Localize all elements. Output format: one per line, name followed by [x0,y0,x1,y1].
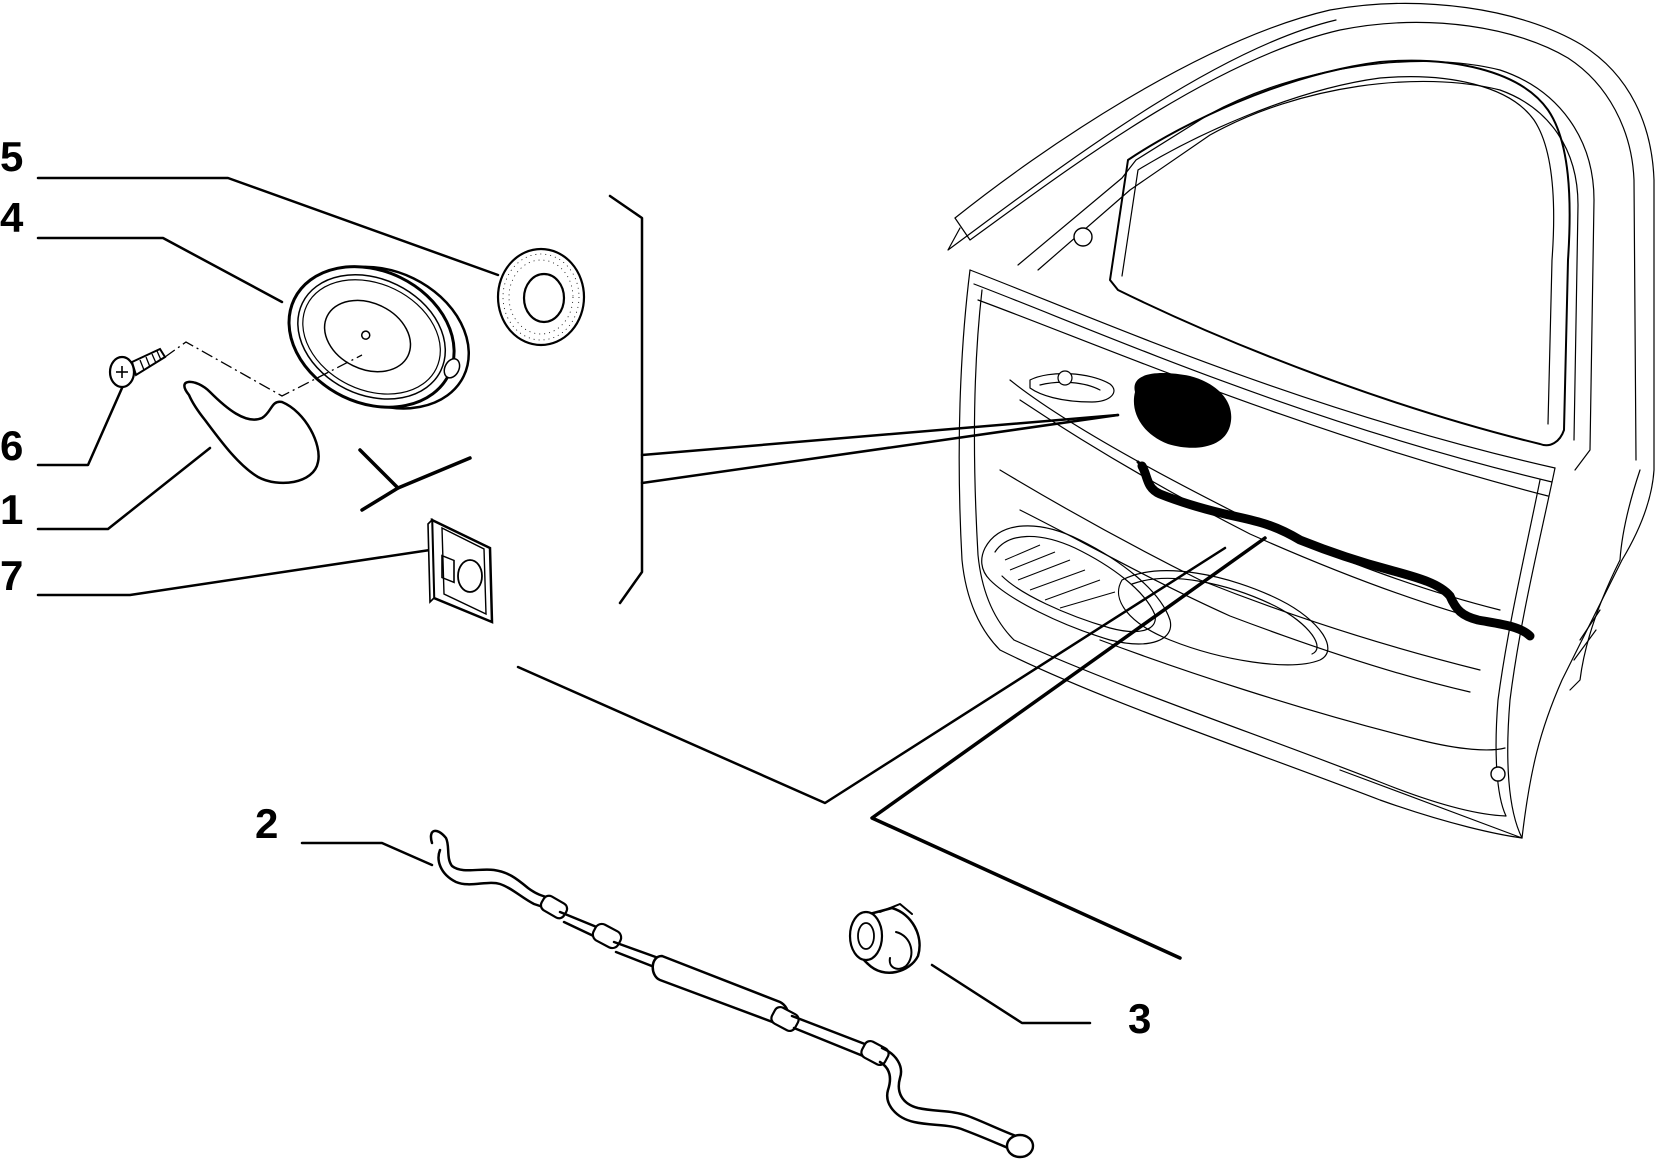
leader-7 [36,548,432,597]
clip-symbol-upper [358,448,472,490]
part-7-square-pad [427,517,494,624]
leader-1 [36,446,212,531]
callout-6: 6 [0,422,23,469]
callout-3: 3 [1128,995,1151,1042]
car-door-assembly [947,2,1655,839]
installed-harness [1137,461,1535,641]
assembly-line-lower-a [516,546,1227,805]
part-6-screw [108,347,167,389]
part-5-sealing-ring [496,247,586,347]
callout-1: 1 [0,486,23,533]
part-4-loudspeaker [287,265,471,410]
callout-5: 5 [0,133,23,180]
assembly-line-upper-b [640,413,1120,485]
axis-line [164,341,363,397]
leader-5 [36,176,500,277]
assembly-lines [516,194,1267,960]
callout-4: 4 [0,194,24,241]
assembly-line-upper-a [640,413,1120,457]
leader-6 [36,386,124,467]
part-3-grommet [848,903,921,974]
leader-4 [36,236,284,304]
callout-7: 7 [0,552,23,599]
speaker-mounting-hole [1133,373,1232,448]
part-2-cable [429,829,1035,1159]
leader-lines [36,176,1092,1025]
leader-2 [300,841,434,867]
assembly-line-lower-b [870,536,1267,960]
group-bracket [608,194,644,605]
leader-3 [930,963,1092,1025]
part-1-foam-gasket [183,380,320,485]
callout-2: 2 [255,800,278,847]
clip-symbol-lower [360,486,400,512]
